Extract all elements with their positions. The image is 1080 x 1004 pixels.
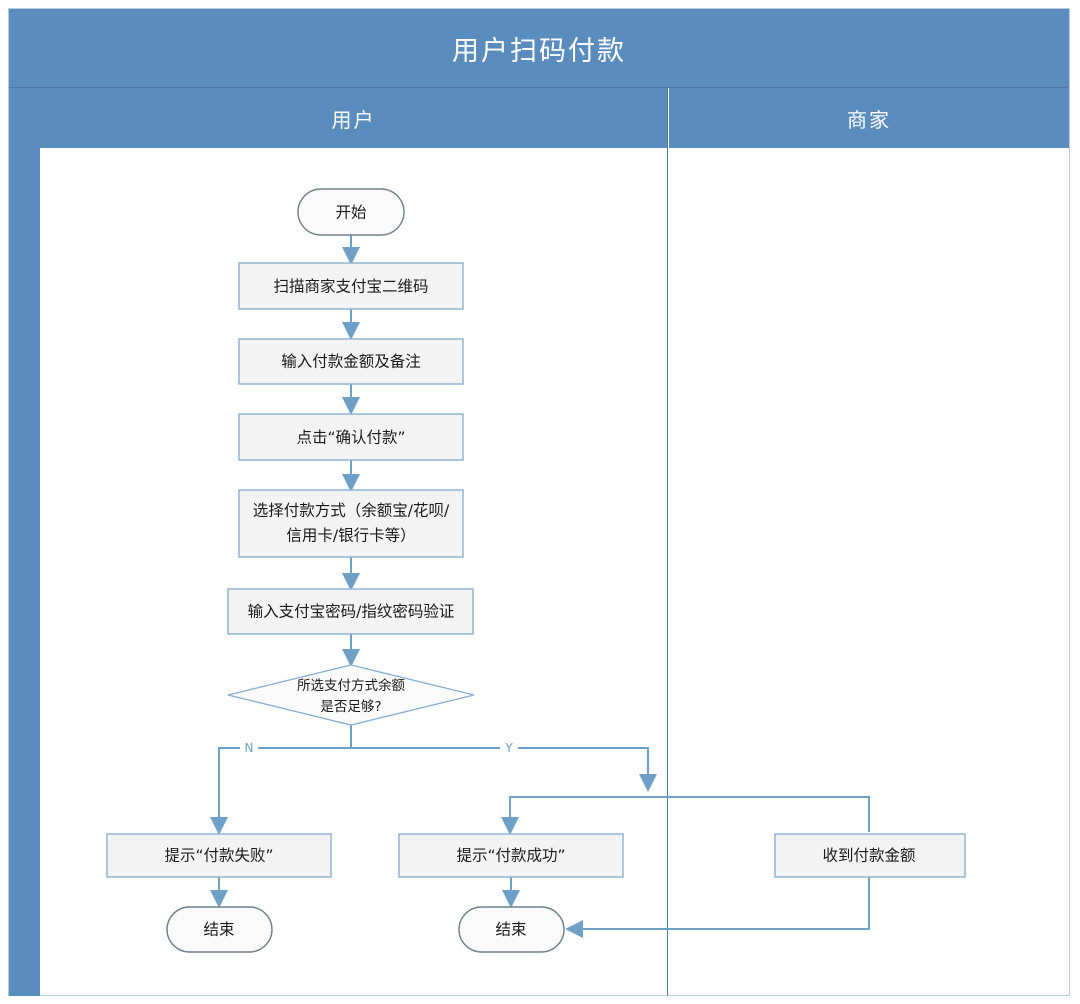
node-end-success[interactable]: 结束 bbox=[458, 906, 565, 953]
node-payment-success-label: 提示“付款成功” bbox=[456, 847, 565, 865]
node-payment-success[interactable]: 提示“付款成功” bbox=[398, 833, 624, 878]
edge-label-no: N bbox=[245, 741, 254, 755]
node-payment-failed[interactable]: 提示“付款失败” bbox=[106, 833, 332, 878]
node-balance-decision[interactable]: 所选支付方式余额 是否足够? bbox=[227, 664, 475, 726]
node-start[interactable]: 开始 bbox=[297, 188, 405, 236]
node-enter-amount[interactable]: 输入付款金额及备注 bbox=[238, 338, 464, 385]
edge-decision-success: Y bbox=[351, 739, 657, 835]
node-confirm-payment[interactable]: 点击“确认付款” bbox=[238, 413, 464, 461]
lane-header-user: 用户 bbox=[40, 88, 668, 148]
node-enter-amount-label: 输入付款金额及备注 bbox=[281, 353, 421, 371]
node-select-method[interactable]: 选择付款方式（余额宝/花呗/ 信用卡/银行卡等） bbox=[238, 489, 464, 558]
node-balance-decision-label-line2: 是否足够? bbox=[320, 699, 381, 715]
diagram-title: 用户扫码付款 bbox=[9, 9, 1069, 88]
node-payment-failed-label: 提示“付款失败” bbox=[164, 847, 273, 865]
edge-received-endok bbox=[565, 877, 870, 938]
edge-decision-fail: N bbox=[210, 739, 351, 835]
node-end-failed-label: 结束 bbox=[203, 921, 234, 939]
node-received-amount[interactable]: 收到付款金额 bbox=[774, 833, 966, 878]
node-select-method-label-line1: 选择付款方式（余额宝/花呗/ bbox=[253, 501, 450, 520]
node-verify-password-label: 输入支付宝密码/指纹密码验证 bbox=[248, 603, 455, 621]
node-verify-password[interactable]: 输入支付宝密码/指纹密码验证 bbox=[227, 588, 474, 635]
lane-header-merchant: 商家 bbox=[669, 88, 1069, 148]
node-start-label: 开始 bbox=[335, 204, 367, 222]
pool-label-strip bbox=[9, 88, 40, 996]
node-balance-decision-label-line1: 所选支付方式余额 bbox=[297, 677, 405, 694]
edge-label-yes: Y bbox=[504, 741, 513, 755]
edge-decision-received bbox=[648, 796, 870, 832]
node-scan-qr[interactable]: 扫描商家支付宝二维码 bbox=[238, 262, 464, 310]
node-received-amount-label: 收到付款金额 bbox=[822, 847, 916, 865]
node-confirm-payment-label: 点击“确认付款” bbox=[296, 429, 405, 447]
node-end-success-label: 结束 bbox=[495, 921, 526, 939]
node-scan-qr-label: 扫描商家支付宝二维码 bbox=[273, 278, 428, 296]
node-end-failed[interactable]: 结束 bbox=[166, 906, 273, 953]
node-select-method-label-line2: 信用卡/银行卡等） bbox=[286, 527, 415, 545]
